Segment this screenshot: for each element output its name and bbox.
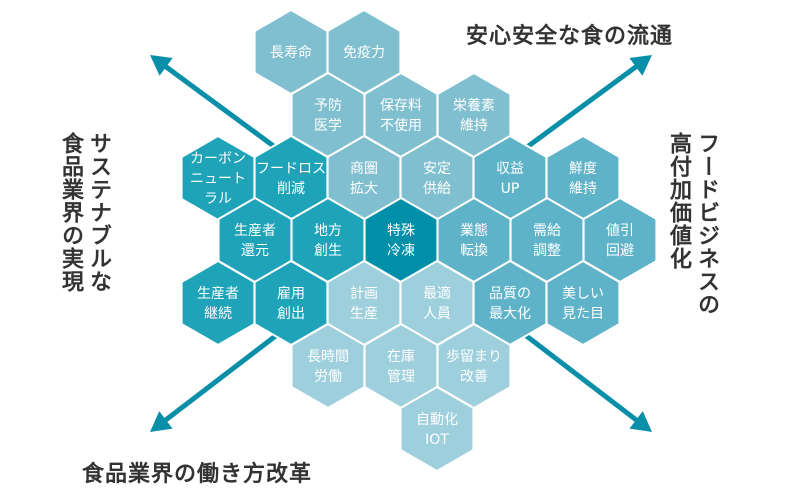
hex-label: 安定 <box>423 161 451 177</box>
hex-label: 最適 <box>423 285 451 302</box>
hex-label: 還元 <box>241 243 269 259</box>
hex-label: 歩留まり <box>446 349 502 365</box>
hex-label: 供給 <box>423 181 451 197</box>
hex-label: 創出 <box>277 306 305 322</box>
hex-label: 収益 <box>496 161 524 177</box>
arrowhead-icon <box>150 411 173 432</box>
hex-label: フードロス <box>256 161 326 177</box>
hex-label: 継続 <box>204 305 232 322</box>
hex-label: 保存料 <box>380 98 422 114</box>
hex-shape <box>545 259 621 347</box>
hex-label: 特殊 <box>387 223 415 239</box>
hex-label: 業態 <box>460 223 488 239</box>
hex-cluster: 長寿命免疫力予防医学保存料不使用栄養素維持カーボンニュートラルフードロス削減商圏… <box>180 8 658 473</box>
title-right: フードビジネスの 高付加価値化 <box>664 132 720 392</box>
hex-label: 転換 <box>460 243 488 259</box>
hex-right: 収益 UP <box>472 134 548 222</box>
hex-label: 労働 <box>314 369 342 385</box>
hex-label: 地方 <box>314 223 342 239</box>
hex-label: 見た目 <box>562 306 604 322</box>
arrowhead-icon <box>629 411 652 432</box>
hex-label: 人員 <box>423 306 451 322</box>
hex-label: 拡大 <box>350 181 378 197</box>
title-top-right: 安心安全な食の流通 <box>466 24 674 49</box>
hex-label: 予防 <box>314 98 342 114</box>
hex-shape <box>399 385 475 473</box>
hex-label: ラル <box>204 191 232 207</box>
hex-label: IOT <box>425 432 449 448</box>
hex-label: 長時間 <box>307 349 349 365</box>
hex-label: 維持 <box>460 118 488 134</box>
hex-label: 最大化 <box>489 306 531 322</box>
hex-label: 不使用 <box>380 117 422 134</box>
hex-label: 鮮度 <box>569 161 597 177</box>
hex-bottom: 自動化 IOT <box>399 385 475 473</box>
hex-label: 調整 <box>533 243 561 259</box>
hex-label: 創生 <box>314 243 342 259</box>
hex-label: 在庫 <box>387 348 415 365</box>
hex-label: 美しい <box>562 286 604 302</box>
hex-label: 管理 <box>387 369 415 385</box>
hex-label: 雇用 <box>277 285 305 302</box>
arrowhead-icon <box>629 55 652 76</box>
hex-label: ニュート <box>190 171 246 187</box>
hex-label: 免疫力 <box>343 45 385 61</box>
hex-label: UP <box>501 181 520 197</box>
hex-label: 生産 <box>350 306 378 322</box>
hex-label: 削減 <box>277 180 305 197</box>
hex-label: カーボン <box>190 151 246 167</box>
hex-label: 自動化 <box>416 412 458 428</box>
hex-top: 免疫力 <box>326 8 402 96</box>
hex-label: 商圏 <box>350 161 378 177</box>
hex-label: 改善 <box>460 369 488 385</box>
arrowhead-icon <box>150 55 173 76</box>
hex-label: 回避 <box>606 243 634 259</box>
hex-label: 品質の <box>489 286 531 302</box>
hex-label: 計画 <box>350 286 378 302</box>
title-left-line2: 食品業界の実現 <box>58 132 83 293</box>
hex-label: 生産者 <box>234 223 276 239</box>
hex-label: 値引 <box>606 223 634 239</box>
hex-label: 栄養素 <box>453 97 495 114</box>
title-right-line1: フードビジネスの <box>694 132 719 316</box>
hex-label: 生産者 <box>197 286 239 302</box>
hex-label: 医学 <box>314 118 342 134</box>
hex-label: 長寿命 <box>270 44 312 61</box>
hex-label: 冷凍 <box>387 243 415 259</box>
title-left-line1: サステナブルな <box>86 132 111 293</box>
title-left: サステナブルな 食品業界の実現 <box>56 132 112 392</box>
hex-label: 維持 <box>569 181 597 197</box>
hex-label: 需給 <box>533 223 561 239</box>
title-bottom-left: 食品業界の働き方改革 <box>82 462 313 487</box>
title-right-line2: 高付加価値化 <box>666 132 691 270</box>
